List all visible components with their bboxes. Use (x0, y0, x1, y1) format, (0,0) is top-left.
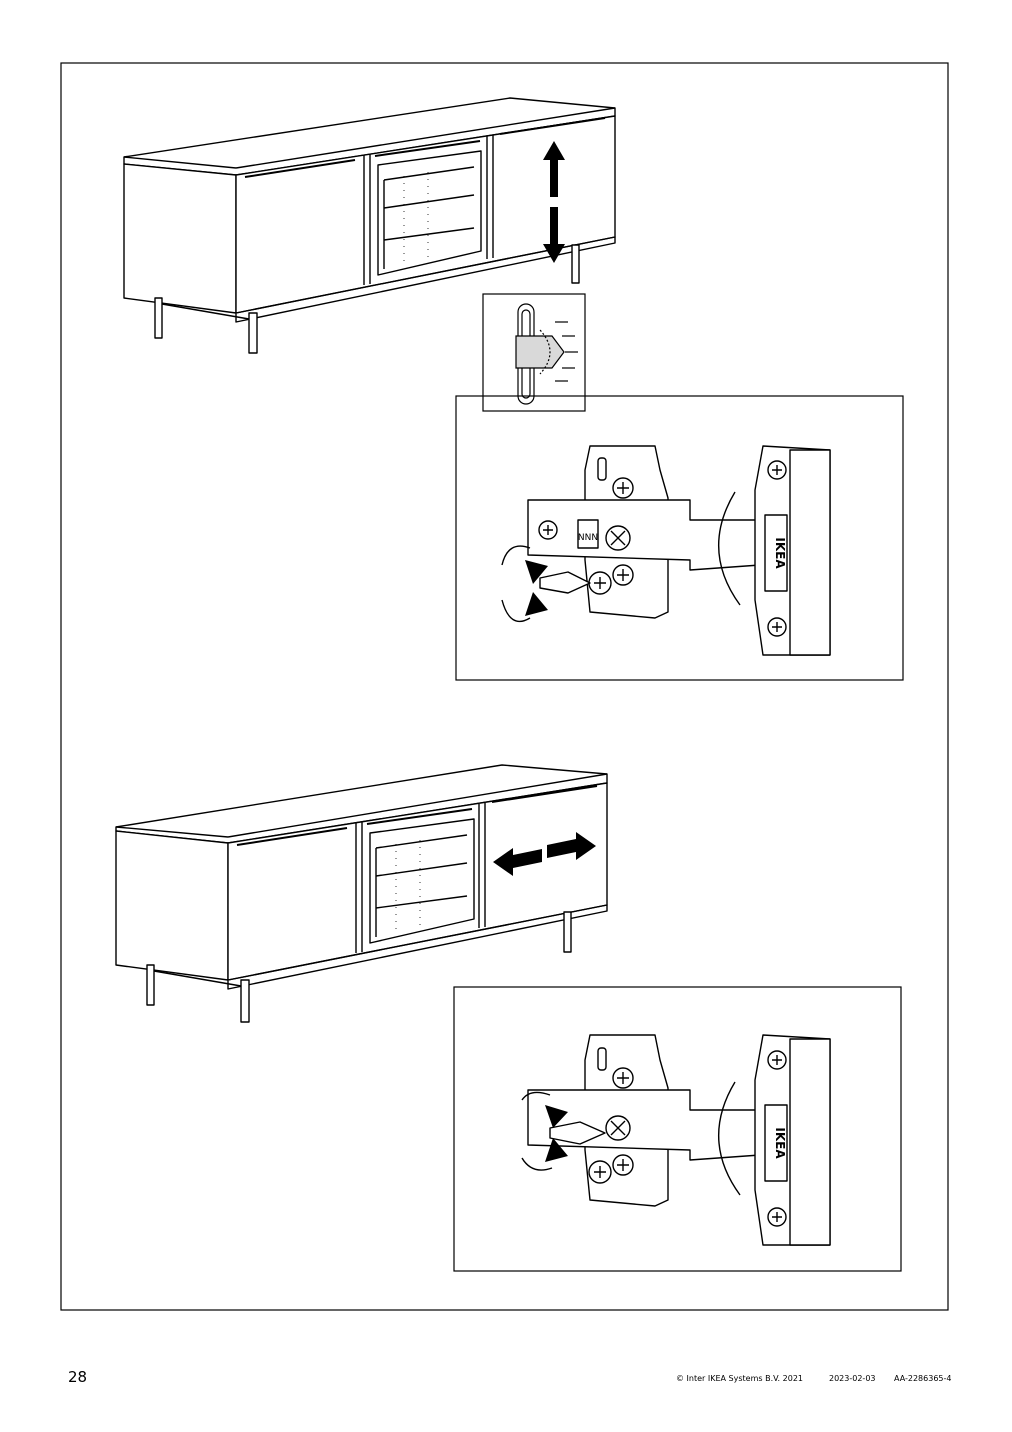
rotation-arrows-bottom (545, 1105, 568, 1162)
copyright-text: © Inter IKEA Systems B.V. 2021 (676, 1374, 803, 1383)
hinge-panel-top (455, 395, 904, 681)
rotation-arrows-top (525, 560, 548, 616)
vertical-double-arrow-icon (543, 141, 565, 263)
page-frame (60, 62, 949, 1311)
page-number: 28 (68, 1368, 88, 1386)
svg-text:NNN: NNN (578, 533, 598, 543)
hinge-panel-bottom (453, 986, 902, 1272)
document-date: 2023-02-03 (829, 1374, 876, 1383)
hinge-brand-label: IKEA (773, 537, 787, 569)
hinge-adjust-detail-small (482, 293, 586, 412)
hinge-illustration-top: NNN IKEA (501, 445, 831, 656)
hinge-illustration-bottom: IKEA (521, 1034, 831, 1246)
document-id: AA-2286365-4 (894, 1374, 952, 1383)
tv-bench-top (123, 97, 616, 354)
hinge-brand-label: IKEA (773, 1127, 787, 1159)
tv-bench-bottom (115, 764, 608, 1023)
horizontal-double-arrow-icon (493, 832, 596, 876)
